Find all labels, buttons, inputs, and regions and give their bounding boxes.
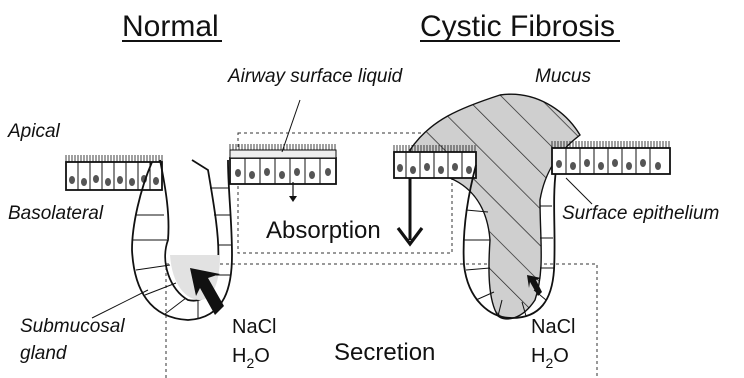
cf-left-epithelium [394,152,476,178]
label-basolateral: Basolateral [8,203,104,224]
submucosal-leader [92,290,148,318]
normal-absorption-arrow [289,182,297,202]
label-mucus: Mucus [535,66,591,87]
label-submucosal: Submucosal [20,316,125,337]
normal-nacl: NaCl [232,316,276,338]
cf-right-epithelium [552,148,670,174]
label-secretion: Secretion [334,339,435,366]
label-apical: Apical [7,121,61,142]
surface-epithelium-leader [566,178,592,204]
label-surface-epithelium: Surface epithelium [562,203,719,224]
asl-leader [282,100,300,152]
label-gland: gland [20,343,68,364]
label-airway-surface-liquid: Airway surface liquid [227,66,404,87]
cf-nacl: NaCl [531,316,575,338]
normal-water: H2O [232,345,270,371]
label-absorption: Absorption [266,217,381,244]
normal-left-epithelium [66,162,162,190]
title-cystic-fibrosis: Cystic Fibrosis [420,10,615,43]
cf-water: H2O [531,345,569,371]
title-normal: Normal [122,10,219,43]
cf-absorption-arrow [398,178,422,244]
normal-right-epithelium [230,150,336,184]
